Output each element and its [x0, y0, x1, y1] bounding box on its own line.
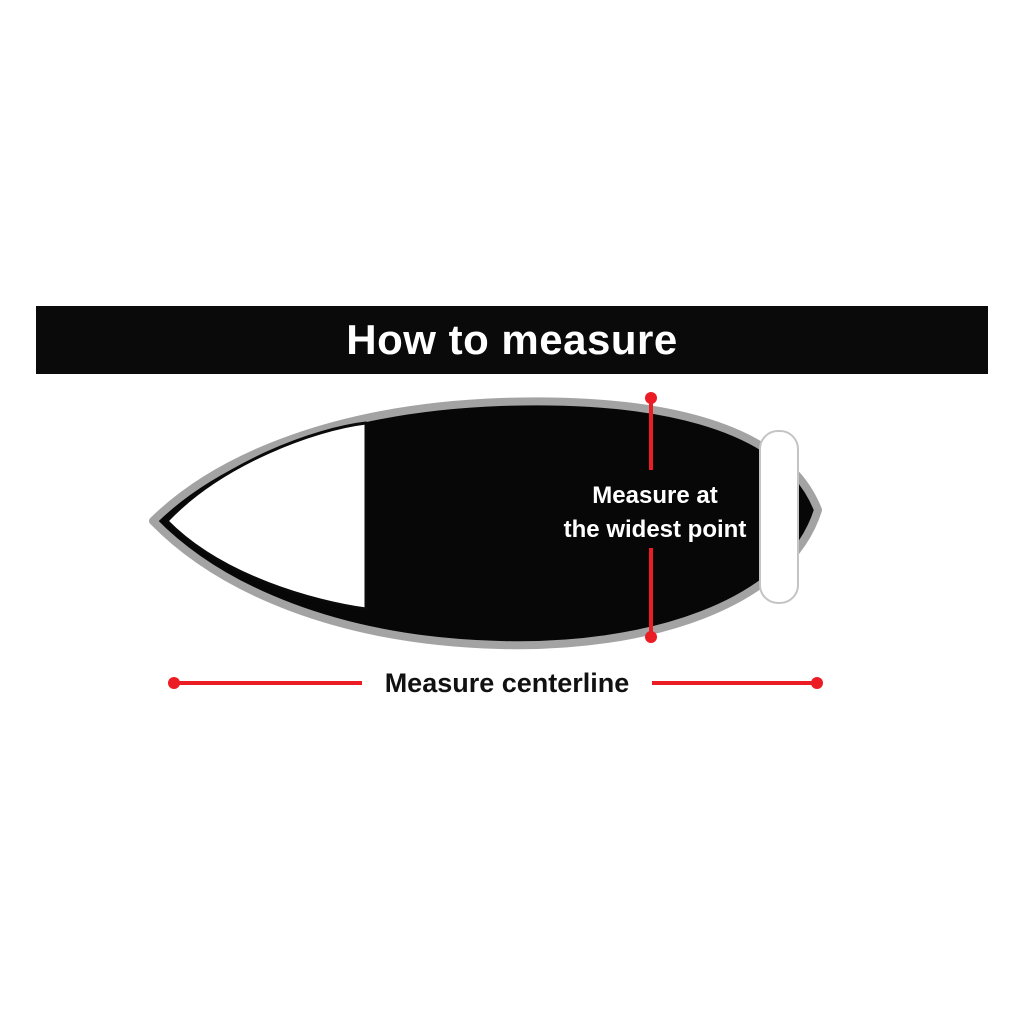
width-measure-line: [645, 392, 657, 643]
width-label-line1: Measure at: [592, 482, 717, 509]
width-measure-endpoint-bottom: [645, 631, 657, 643]
page-title: How to measure: [346, 316, 678, 363]
length-measure-endpoint-right: [811, 677, 823, 689]
bow-section-shape: [165, 421, 368, 611]
width-measure-endpoint-top: [645, 392, 657, 404]
width-label-line2: the widest point: [564, 516, 747, 543]
length-measure-endpoint-left: [168, 677, 180, 689]
handle-slot-shape: [759, 430, 799, 604]
title-banner: How to measure: [36, 306, 988, 374]
length-label: Measure centerline: [385, 668, 630, 698]
length-measure-line: [168, 677, 823, 689]
